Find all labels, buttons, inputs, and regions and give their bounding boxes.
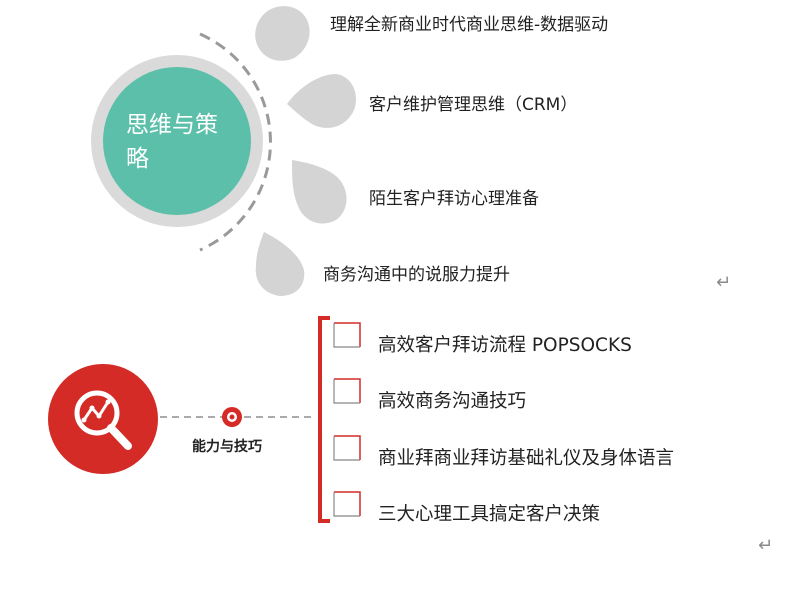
section2-item-3: 商业拜商业拜访基础礼仪及身体语言 — [378, 448, 675, 469]
item-marker-2 — [333, 378, 361, 404]
drop-shape-3 — [292, 160, 347, 224]
center-circle — [103, 67, 251, 215]
item-marker-3 — [333, 435, 361, 461]
section1-item-2: 客户维护管理思维（CRM） — [369, 95, 578, 115]
section2-item-1: 高效客户拜访流程 POPSOCKS — [378, 335, 632, 356]
dashed-arc — [199, 32, 272, 252]
drop-shape-1 — [255, 6, 310, 61]
paragraph-mark-1: ↵ — [716, 272, 732, 293]
section2-item-4: 三大心理工具搞定客户决策 — [378, 504, 601, 525]
paragraph-mark-2: ↵ — [758, 535, 774, 556]
section2-title: 能力与技巧 — [192, 439, 262, 455]
section1-item-1: 理解全新商业时代商业思维-数据驱动 — [330, 15, 609, 35]
section1-item-4: 商务沟通中的说服力提升 — [323, 265, 510, 285]
drop-shape-2 — [287, 74, 356, 128]
section1-item-3: 陌生客户拜访心理准备 — [369, 189, 539, 209]
skill-circle — [48, 364, 158, 474]
magnifier-chart-icon — [74, 390, 132, 450]
section1-title: 思维与策略 — [126, 112, 218, 172]
section2-item-2: 高效商务沟通技巧 — [378, 391, 527, 412]
drop-shape-4 — [255, 232, 305, 296]
item-marker-4 — [333, 491, 361, 517]
item-marker-1 — [333, 322, 361, 348]
connector-node-dot — [229, 414, 235, 420]
red-bracket — [318, 316, 330, 523]
